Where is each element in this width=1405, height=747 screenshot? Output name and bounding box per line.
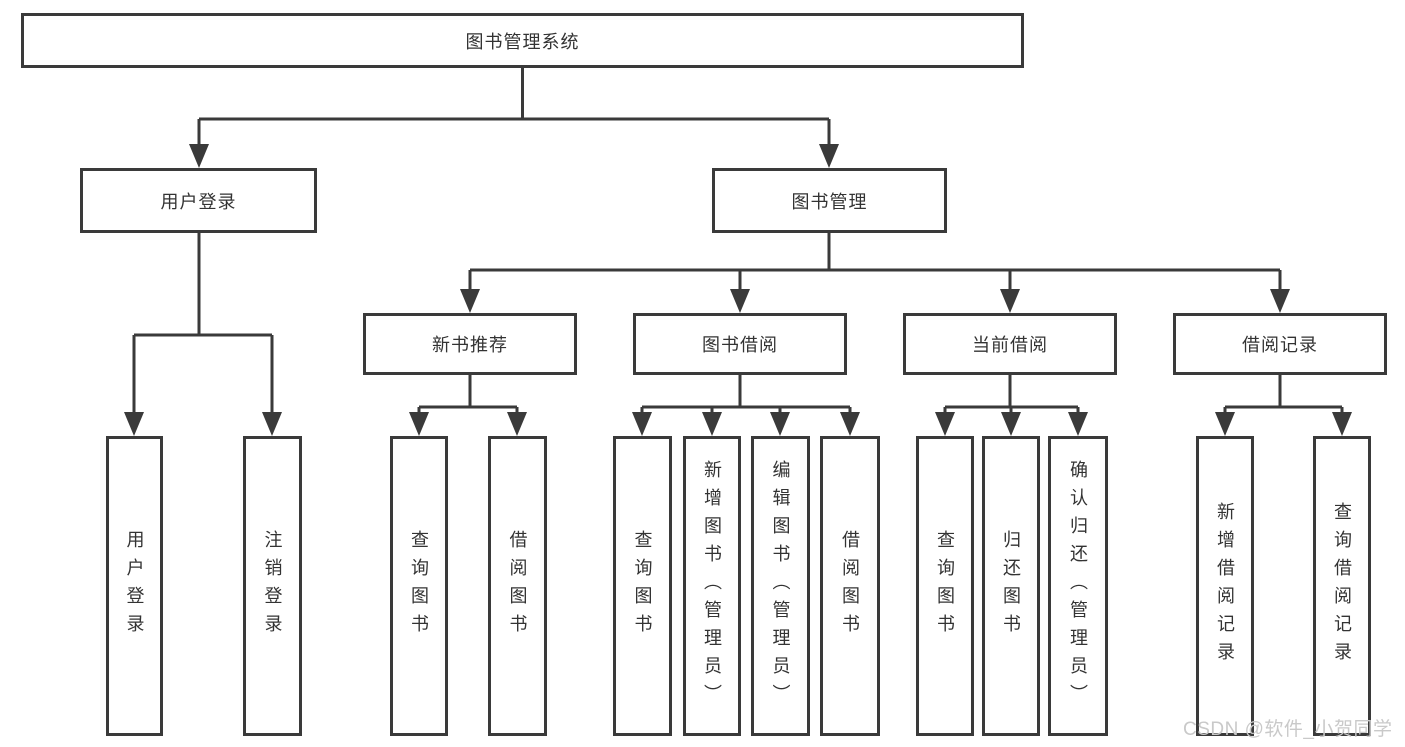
leaf-add-book-label: 新增图书（管理员） (702, 460, 722, 712)
node-current-borrow-label: 当前借阅 (972, 335, 1048, 355)
csdn-watermark: CSDN @软件_小贺同学 (1183, 719, 1393, 740)
leaf-user-login-label: 用户登录 (124, 530, 145, 642)
leaf-edit-book: 编辑图书（管理员） (751, 436, 810, 736)
node-new-book-recommend: 新书推荐 (363, 313, 577, 375)
leaf-borrow-books-1-label: 借阅图书 (507, 530, 528, 642)
node-new-book-recommend-label: 新书推荐 (432, 335, 508, 355)
leaf-confirm-return: 确认归还（管理员） (1048, 436, 1108, 736)
node-root: 图书管理系统 (21, 13, 1024, 68)
node-root-label: 图书管理系统 (465, 31, 580, 52)
leaf-return-book-label: 归还图书 (1001, 530, 1021, 642)
leaf-query-borrow-record: 查询借阅记录 (1313, 436, 1371, 736)
node-user-login: 用户登录 (80, 168, 317, 233)
node-book-borrow-label: 图书借阅 (702, 335, 778, 355)
leaf-add-borrow-record-label: 新增借阅记录 (1215, 502, 1235, 670)
node-book-management: 图书管理 (712, 168, 947, 233)
leaf-logout-label: 注销登录 (262, 530, 283, 642)
leaf-query-books-1: 查询图书 (390, 436, 448, 736)
node-borrow-records-label: 借阅记录 (1242, 335, 1318, 355)
leaf-query-borrow-record-label: 查询借阅记录 (1332, 502, 1352, 670)
leaf-query-books-3-label: 查询图书 (935, 530, 955, 642)
leaf-borrow-books-2: 借阅图书 (820, 436, 880, 736)
leaf-confirm-return-label: 确认归还（管理员） (1068, 460, 1088, 712)
leaf-edit-book-label: 编辑图书（管理员） (770, 460, 791, 712)
leaf-return-book: 归还图书 (982, 436, 1040, 736)
leaf-logout: 注销登录 (243, 436, 302, 736)
node-current-borrow: 当前借阅 (903, 313, 1117, 375)
leaf-add-borrow-record: 新增借阅记录 (1196, 436, 1254, 736)
leaf-add-book: 新增图书（管理员） (683, 436, 741, 736)
leaf-borrow-books-2-label: 借阅图书 (840, 530, 860, 642)
arrowheads (124, 144, 1352, 436)
leaf-borrow-books-1: 借阅图书 (488, 436, 547, 736)
node-user-login-label: 用户登录 (160, 191, 237, 212)
leaf-query-books-2: 查询图书 (613, 436, 672, 736)
node-borrow-records: 借阅记录 (1173, 313, 1387, 375)
leaf-query-books-3: 查询图书 (916, 436, 974, 736)
leaf-query-books-1-label: 查询图书 (409, 530, 429, 642)
node-book-management-label: 图书管理 (791, 191, 868, 212)
leaf-query-books-2-label: 查询图书 (632, 530, 653, 642)
leaf-user-login: 用户登录 (106, 436, 163, 736)
node-book-borrow: 图书借阅 (633, 313, 847, 375)
